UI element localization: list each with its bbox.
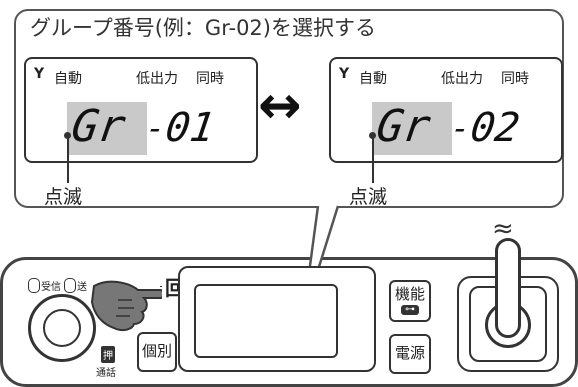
recv-led: [28, 278, 40, 293]
flash-label-right: 点滅: [349, 186, 388, 208]
lcd-panel-next: Y 自動 低出力 同時 Gr - 02: [329, 57, 563, 163]
flash-highlight: [372, 102, 452, 155]
flash-leader: [372, 135, 374, 183]
label-sync: 同時: [501, 71, 529, 87]
swap-arrow-icon: ↔: [258, 76, 302, 136]
recv-label: 受信: [41, 282, 61, 293]
individual-label: 個別: [141, 342, 172, 361]
push-icon: 押: [101, 346, 115, 363]
antenna-icon: Y: [339, 66, 350, 82]
individual-button[interactable]: 個別: [137, 332, 177, 372]
flash-highlight: [67, 102, 147, 155]
display-inner: [194, 284, 338, 358]
wave-symbol: ≈: [492, 214, 514, 244]
knob-cap: [43, 309, 81, 347]
antenna-icon: Y: [34, 66, 45, 82]
flash-label-left: 点滅: [44, 186, 83, 208]
label-low-power: 低出力: [441, 71, 483, 87]
label-low-power: 低出力: [136, 71, 178, 87]
mic-cable: [495, 238, 521, 338]
label-sync: 同時: [196, 71, 224, 87]
flash-leader: [67, 135, 69, 183]
function-button[interactable]: 機能 ⊶: [389, 280, 431, 322]
channel-knob[interactable]: [28, 294, 96, 362]
lcd-panel-current: Y 自動 低出力 同時 Gr - 01: [24, 57, 258, 163]
send-led: [64, 278, 76, 293]
key-icon: ⊶: [401, 304, 419, 316]
callout-title: グループ番号(例：Gr-02)を選択する: [30, 16, 376, 40]
function-label: 機能: [394, 284, 425, 303]
label-auto: 自動: [359, 71, 387, 87]
power-button[interactable]: 電源: [389, 334, 431, 374]
hand-pointer-icon: [90, 280, 166, 332]
power-label: 電源: [394, 344, 425, 363]
device-display: [178, 266, 376, 372]
talk-label: 通話: [96, 368, 116, 379]
send-label: 送: [77, 282, 87, 293]
label-auto: 自動: [54, 71, 82, 87]
